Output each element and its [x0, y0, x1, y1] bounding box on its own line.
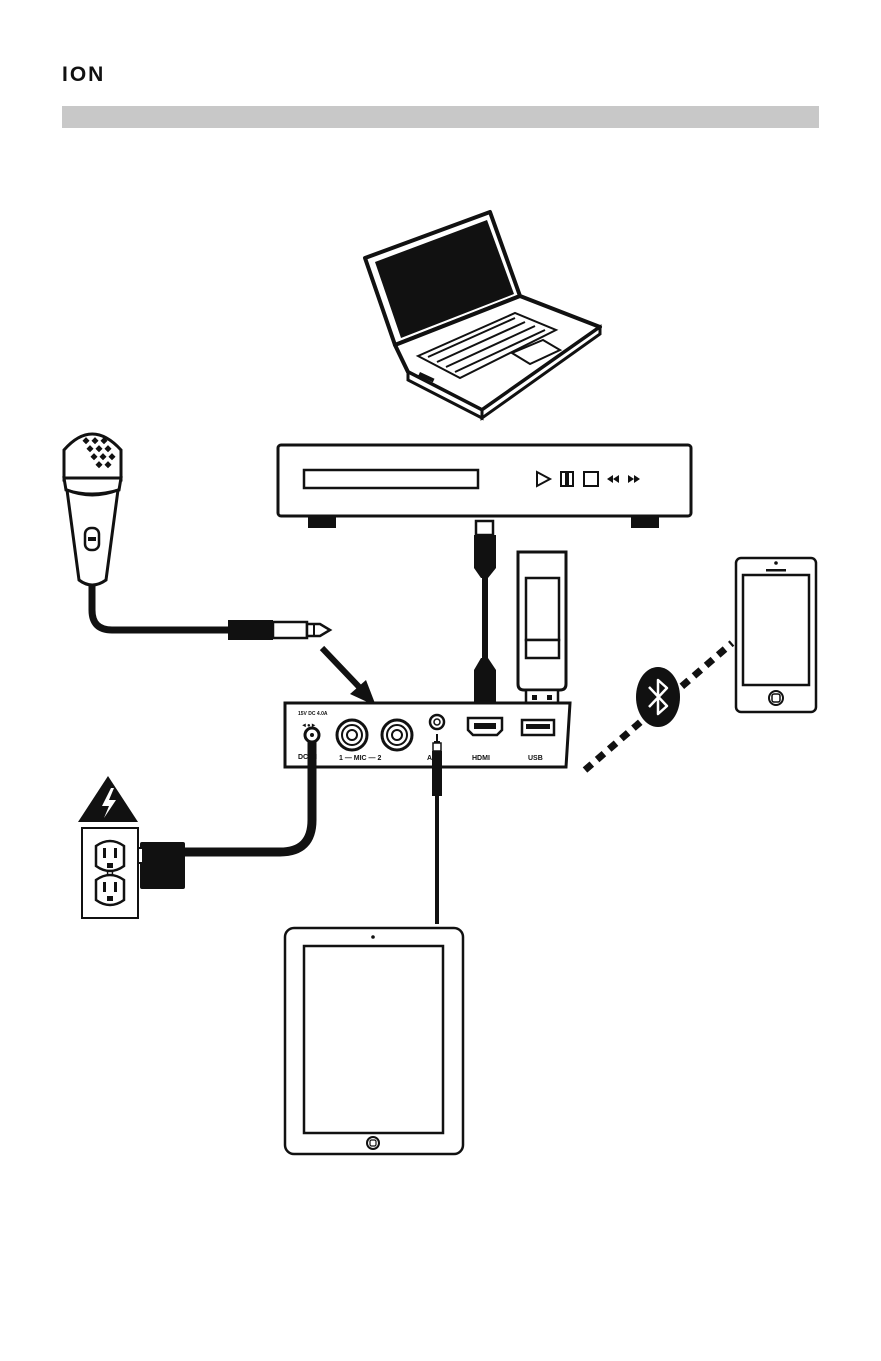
rear-panel: 15V DC 4.0A ◄●► DC IN 1 — MIC — 2 AUX HD…	[285, 703, 570, 767]
media-player-icon	[278, 445, 691, 528]
quarter-inch-plug	[228, 620, 330, 640]
mic-label: 1 — MIC — 2	[339, 755, 382, 762]
microphone-icon	[64, 434, 121, 585]
aux-cable	[432, 734, 442, 924]
hdmi-label: HDMI	[472, 755, 490, 762]
power-rating-label: 15V DC 4.0A	[298, 711, 328, 717]
usb-drive-icon	[518, 552, 566, 708]
high-voltage-warning-icon	[78, 776, 138, 822]
bluetooth-icon	[636, 667, 680, 727]
usb-label: USB	[528, 755, 543, 762]
smartphone-icon	[736, 558, 816, 712]
tablet-icon	[285, 928, 463, 1154]
laptop-icon	[365, 212, 600, 418]
mic-cable	[92, 585, 232, 630]
power-outlet-icon	[82, 828, 138, 918]
arrow-to-mic-input	[322, 648, 376, 706]
hdmi-cable	[474, 521, 496, 714]
